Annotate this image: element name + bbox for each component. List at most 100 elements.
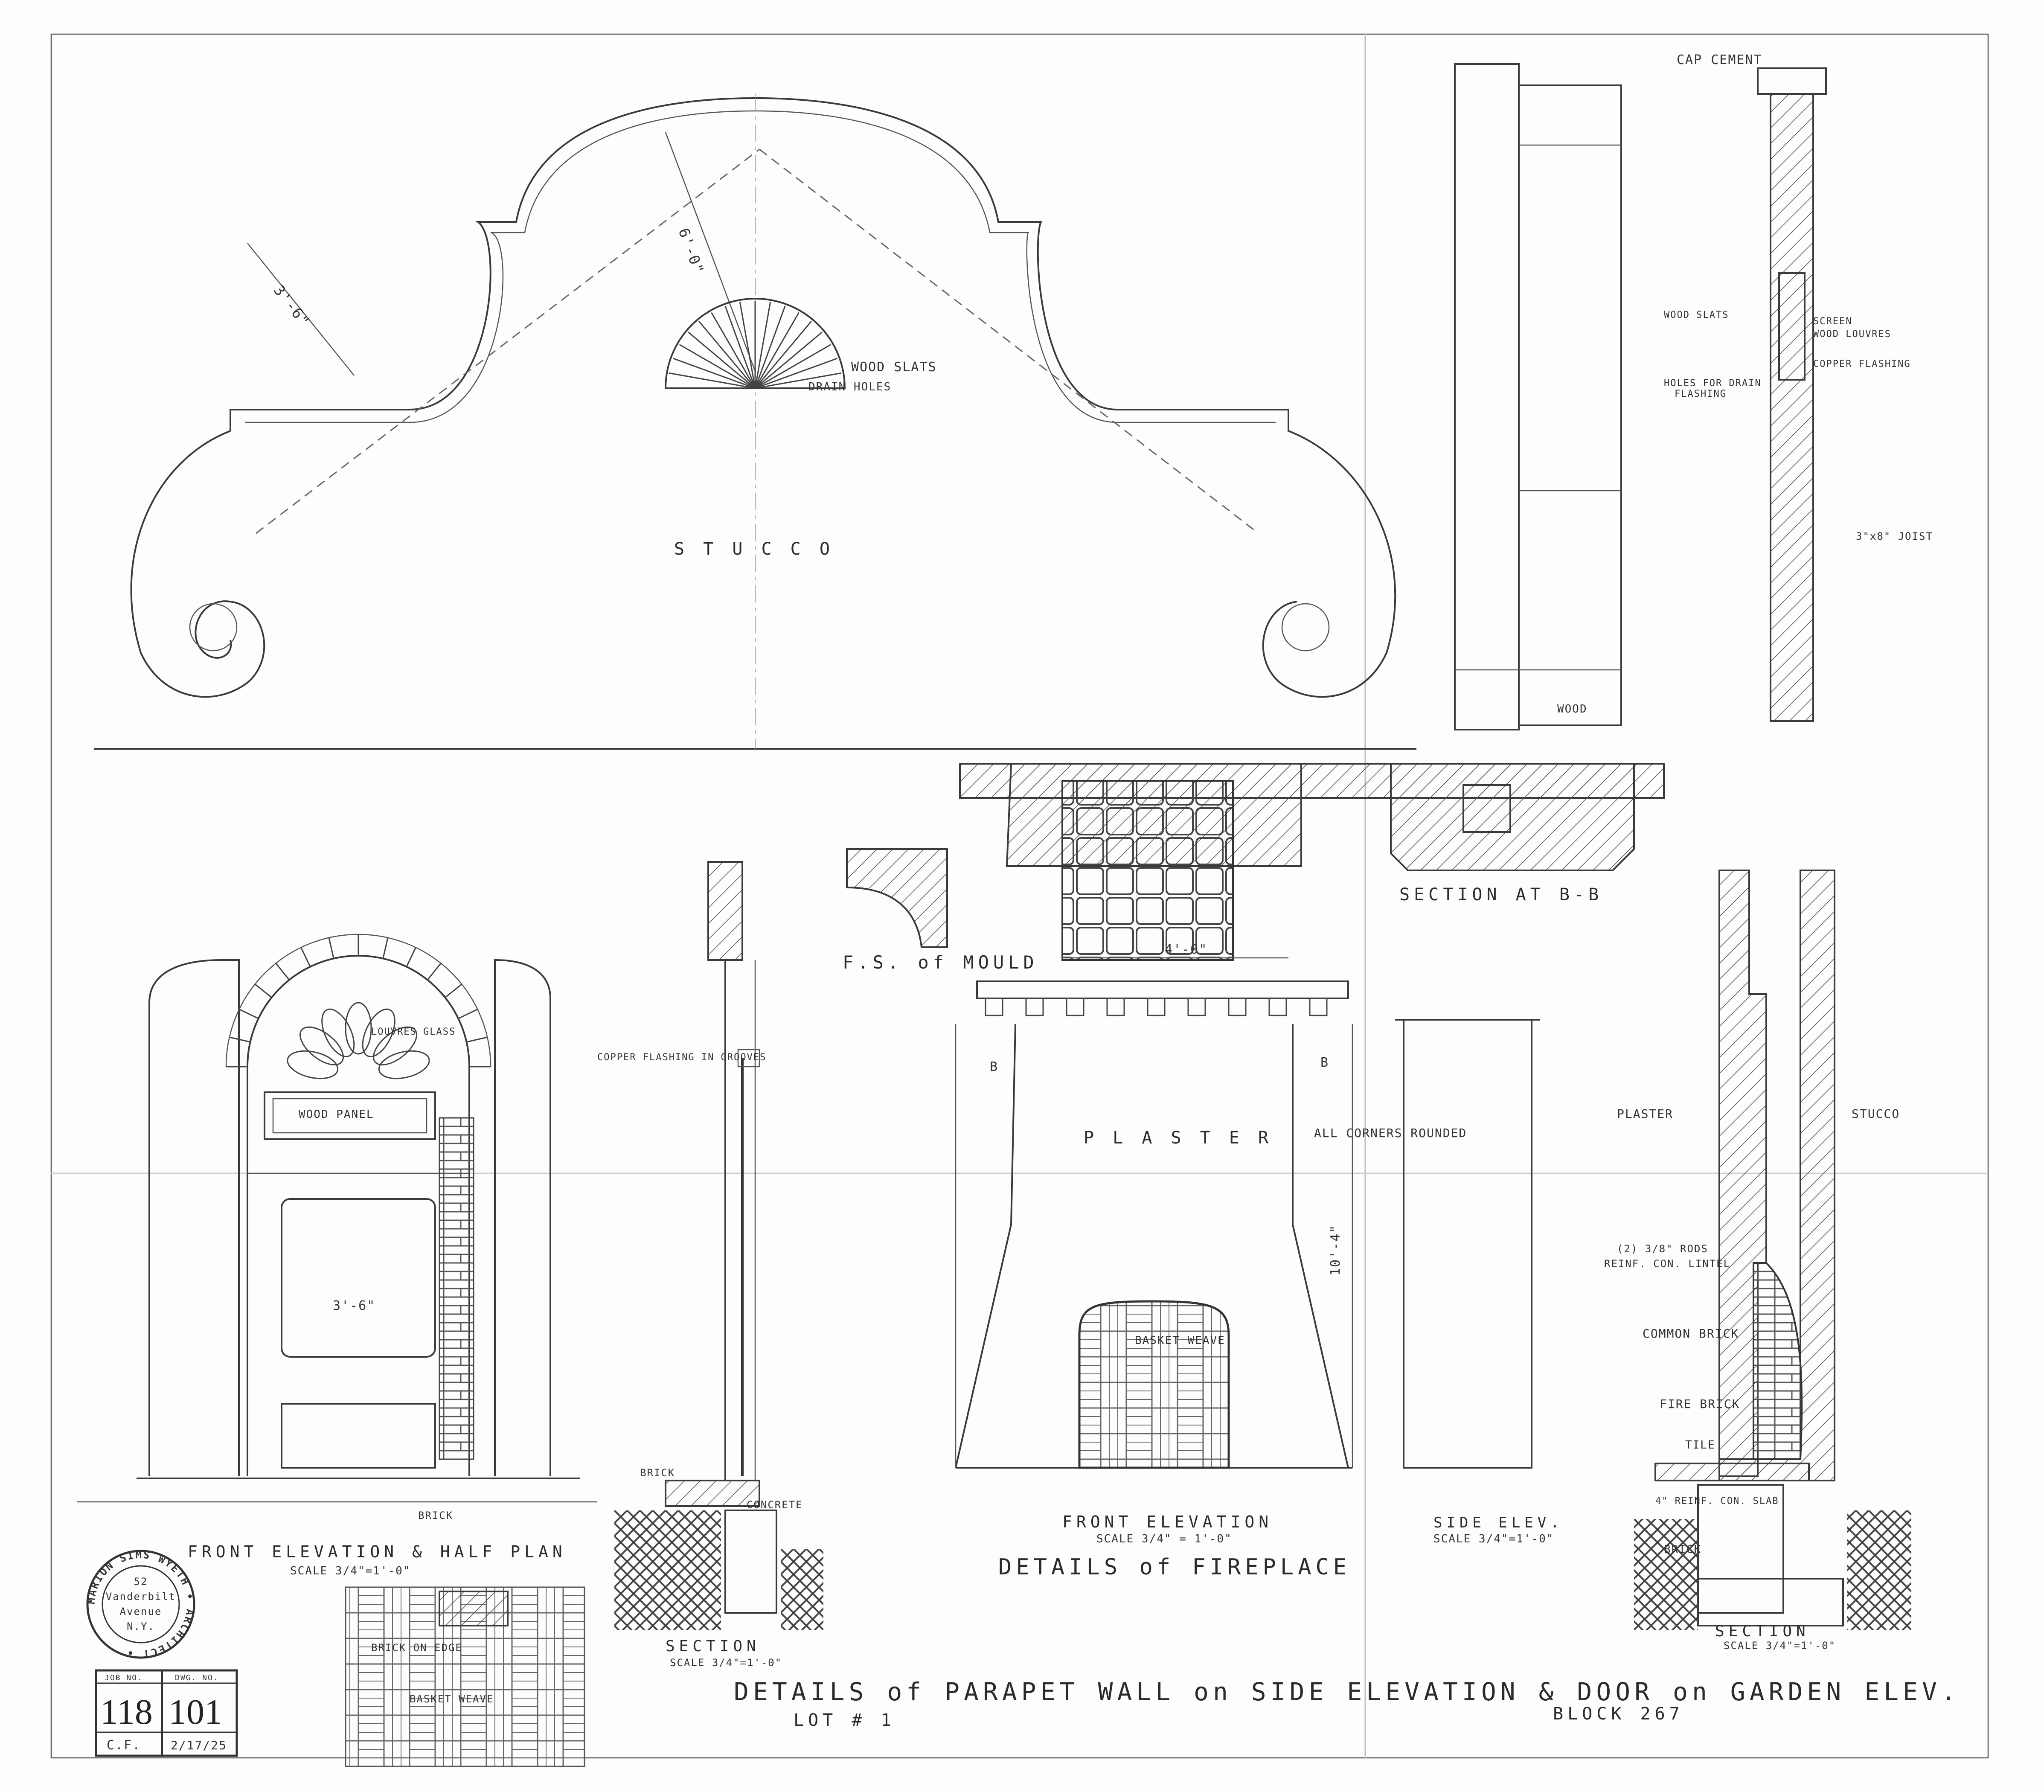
scroll-eye-left (189, 603, 238, 652)
wood-louvres-label: WOOD LOUVRES (1813, 329, 1891, 340)
fan-slat (754, 312, 800, 389)
transom-panel-inner (272, 1098, 427, 1134)
plan-basket-weave-label: BASKET WEAVE (410, 1693, 494, 1705)
stamp-line-2: Vanderbilt (106, 1591, 176, 1603)
plan-flue (1462, 784, 1511, 833)
fan-slat (754, 302, 771, 389)
fan-slat (755, 332, 823, 389)
drain-holes-label: DRAIN HOLES (808, 381, 891, 393)
arch-voussoir (254, 983, 272, 998)
fan-louvre-slats (669, 301, 842, 389)
arch-voussoir (382, 937, 389, 959)
door-section-title: SECTION (666, 1638, 760, 1655)
arch-voussoir (229, 1036, 250, 1043)
radius-line-small (247, 243, 355, 376)
reinf-con-slab-label: 4" REINF. CON. SLAB (1655, 1496, 1779, 1507)
arch-voussoir (466, 1036, 488, 1043)
mantel-dentil (1106, 998, 1125, 1016)
all-corners-label: ALL CORNERS ROUNDED (1314, 1126, 1467, 1140)
fan-slat (672, 358, 756, 389)
fanlight-petal (345, 1002, 372, 1055)
earth-fill-right (1634, 1519, 1698, 1630)
fanlight-petal (321, 1008, 355, 1057)
sheet-border (50, 33, 1989, 1759)
parapet-dashed-left (256, 148, 760, 534)
fanlight-petal (378, 1050, 430, 1079)
fanlight-petals (287, 1002, 430, 1079)
parapet-section-elevation: WOOD CAP CEMENT WOOD SLATS SCREEN WOOD L… (1454, 52, 1932, 730)
plaster-label: P L A S T E R (1084, 1128, 1273, 1148)
stamp-line-3: Avenue (120, 1606, 162, 1617)
fan-slat (724, 305, 756, 389)
louvre-opening (1778, 272, 1806, 381)
earth-fill-right-2 (1847, 1510, 1911, 1630)
arch-voussoirs (226, 934, 491, 1068)
fs-of-mould-label: F.S. of MOULD (843, 952, 1038, 973)
door-elev-scale: SCALE 3/4"=1'-0" (290, 1565, 410, 1577)
fireplace-section-title: SECTION (1715, 1623, 1810, 1640)
mantel-dentils (985, 998, 1328, 1016)
arch-voussoir (427, 963, 442, 980)
brick-on-edge-label: BRICK ON EDGE (371, 1642, 462, 1654)
common-brick-label: COMMON BRICK (1643, 1327, 1739, 1341)
hearth-slab (1654, 1463, 1810, 1481)
arch-voussoir (300, 947, 311, 967)
stucco-label: S T U C C O (674, 539, 834, 559)
firebrick-lining (1753, 1262, 1803, 1460)
copper-flashing-grooves-label: COPPER FLASHING IN GROOVES (597, 1052, 766, 1063)
wood-label: WOOD (1557, 703, 1588, 716)
fireplace-section-scale: SCALE 3/4"=1'-0" (1724, 1640, 1836, 1652)
fan-slat (679, 344, 756, 389)
fan-louvre (664, 298, 846, 389)
section-bb-title: SECTION AT B-B (1399, 885, 1603, 905)
wood-panel-label: WOOD PANEL (299, 1108, 374, 1121)
door-footing (724, 1510, 777, 1614)
plan-firebox-tiles (1061, 780, 1234, 961)
wood-slats-label: WOOD SLATS (851, 360, 937, 375)
mantel-dentil (1147, 998, 1166, 1016)
marker-b-right: B (1320, 1055, 1329, 1070)
plan-right-chimney (1390, 763, 1635, 871)
fireplace-section: PLASTER STUCCO (2) 3/8" RODS REINF. CON.… (1604, 870, 1911, 1652)
section-plaster-label: PLASTER (1617, 1107, 1673, 1121)
shutter-right (494, 959, 551, 1476)
stamp-inner-ring (102, 1565, 180, 1644)
door-elevation: LOUVRES GLASS WOOD PANEL 3'-6" BRICK FRO… (77, 934, 597, 1767)
shutter-left (148, 959, 240, 1476)
fan-slat (755, 344, 832, 389)
scroll-eye-right (1281, 603, 1330, 652)
fireplace-plan-section: SECTION AT B-B (959, 763, 1665, 961)
arch-voussoir (406, 947, 416, 967)
door-upper-panel (281, 1198, 436, 1358)
fan-slat (669, 372, 756, 389)
front-elev-title: FRONT ELEVATION (1062, 1513, 1273, 1531)
door-width-label: 3'-6" (333, 1298, 375, 1313)
screen-label: SCREEN (1813, 316, 1852, 327)
arch-voussoir (328, 937, 334, 959)
title-block: JOB NO. DWG. NO. 118 101 C.F. 2/17/25 (95, 1669, 238, 1757)
brick-jamb (439, 1117, 474, 1460)
half-plan-jamb (439, 1591, 509, 1626)
height-label: 10'-4" (1328, 1225, 1343, 1276)
block-label: BLOCK 267 (1553, 1704, 1684, 1724)
fireplace-front-elevation: F.S. of MOULD 4'-0" P L A S T E R ALL CO… (843, 848, 1559, 1580)
earth-fill-left-2 (781, 1549, 823, 1630)
dwg-label: DWG. NO. (175, 1673, 219, 1682)
dwg-number: 101 (169, 1692, 222, 1732)
fanlight-petal (362, 1008, 395, 1057)
wall-above-door (707, 861, 743, 961)
mantel-dentil (985, 998, 1003, 1016)
chimney-breast (955, 1024, 1349, 1468)
wood-slats-section-label: WOOD SLATS (1664, 310, 1729, 320)
radius-line-large (665, 132, 756, 372)
width-dim-label: 4'-0" (1165, 942, 1207, 957)
stamp-outer-ring (86, 1550, 195, 1659)
concrete-step (665, 1480, 760, 1507)
front-elev-scale: SCALE 3/4" = 1'-0" (1096, 1533, 1232, 1545)
door-section-brick-label: BRICK (640, 1467, 675, 1479)
fan-slat (698, 320, 756, 389)
section-brick-label: BRICK (1664, 1543, 1701, 1556)
door-lower-panel (281, 1403, 436, 1469)
marker-b-left: B (990, 1059, 998, 1074)
